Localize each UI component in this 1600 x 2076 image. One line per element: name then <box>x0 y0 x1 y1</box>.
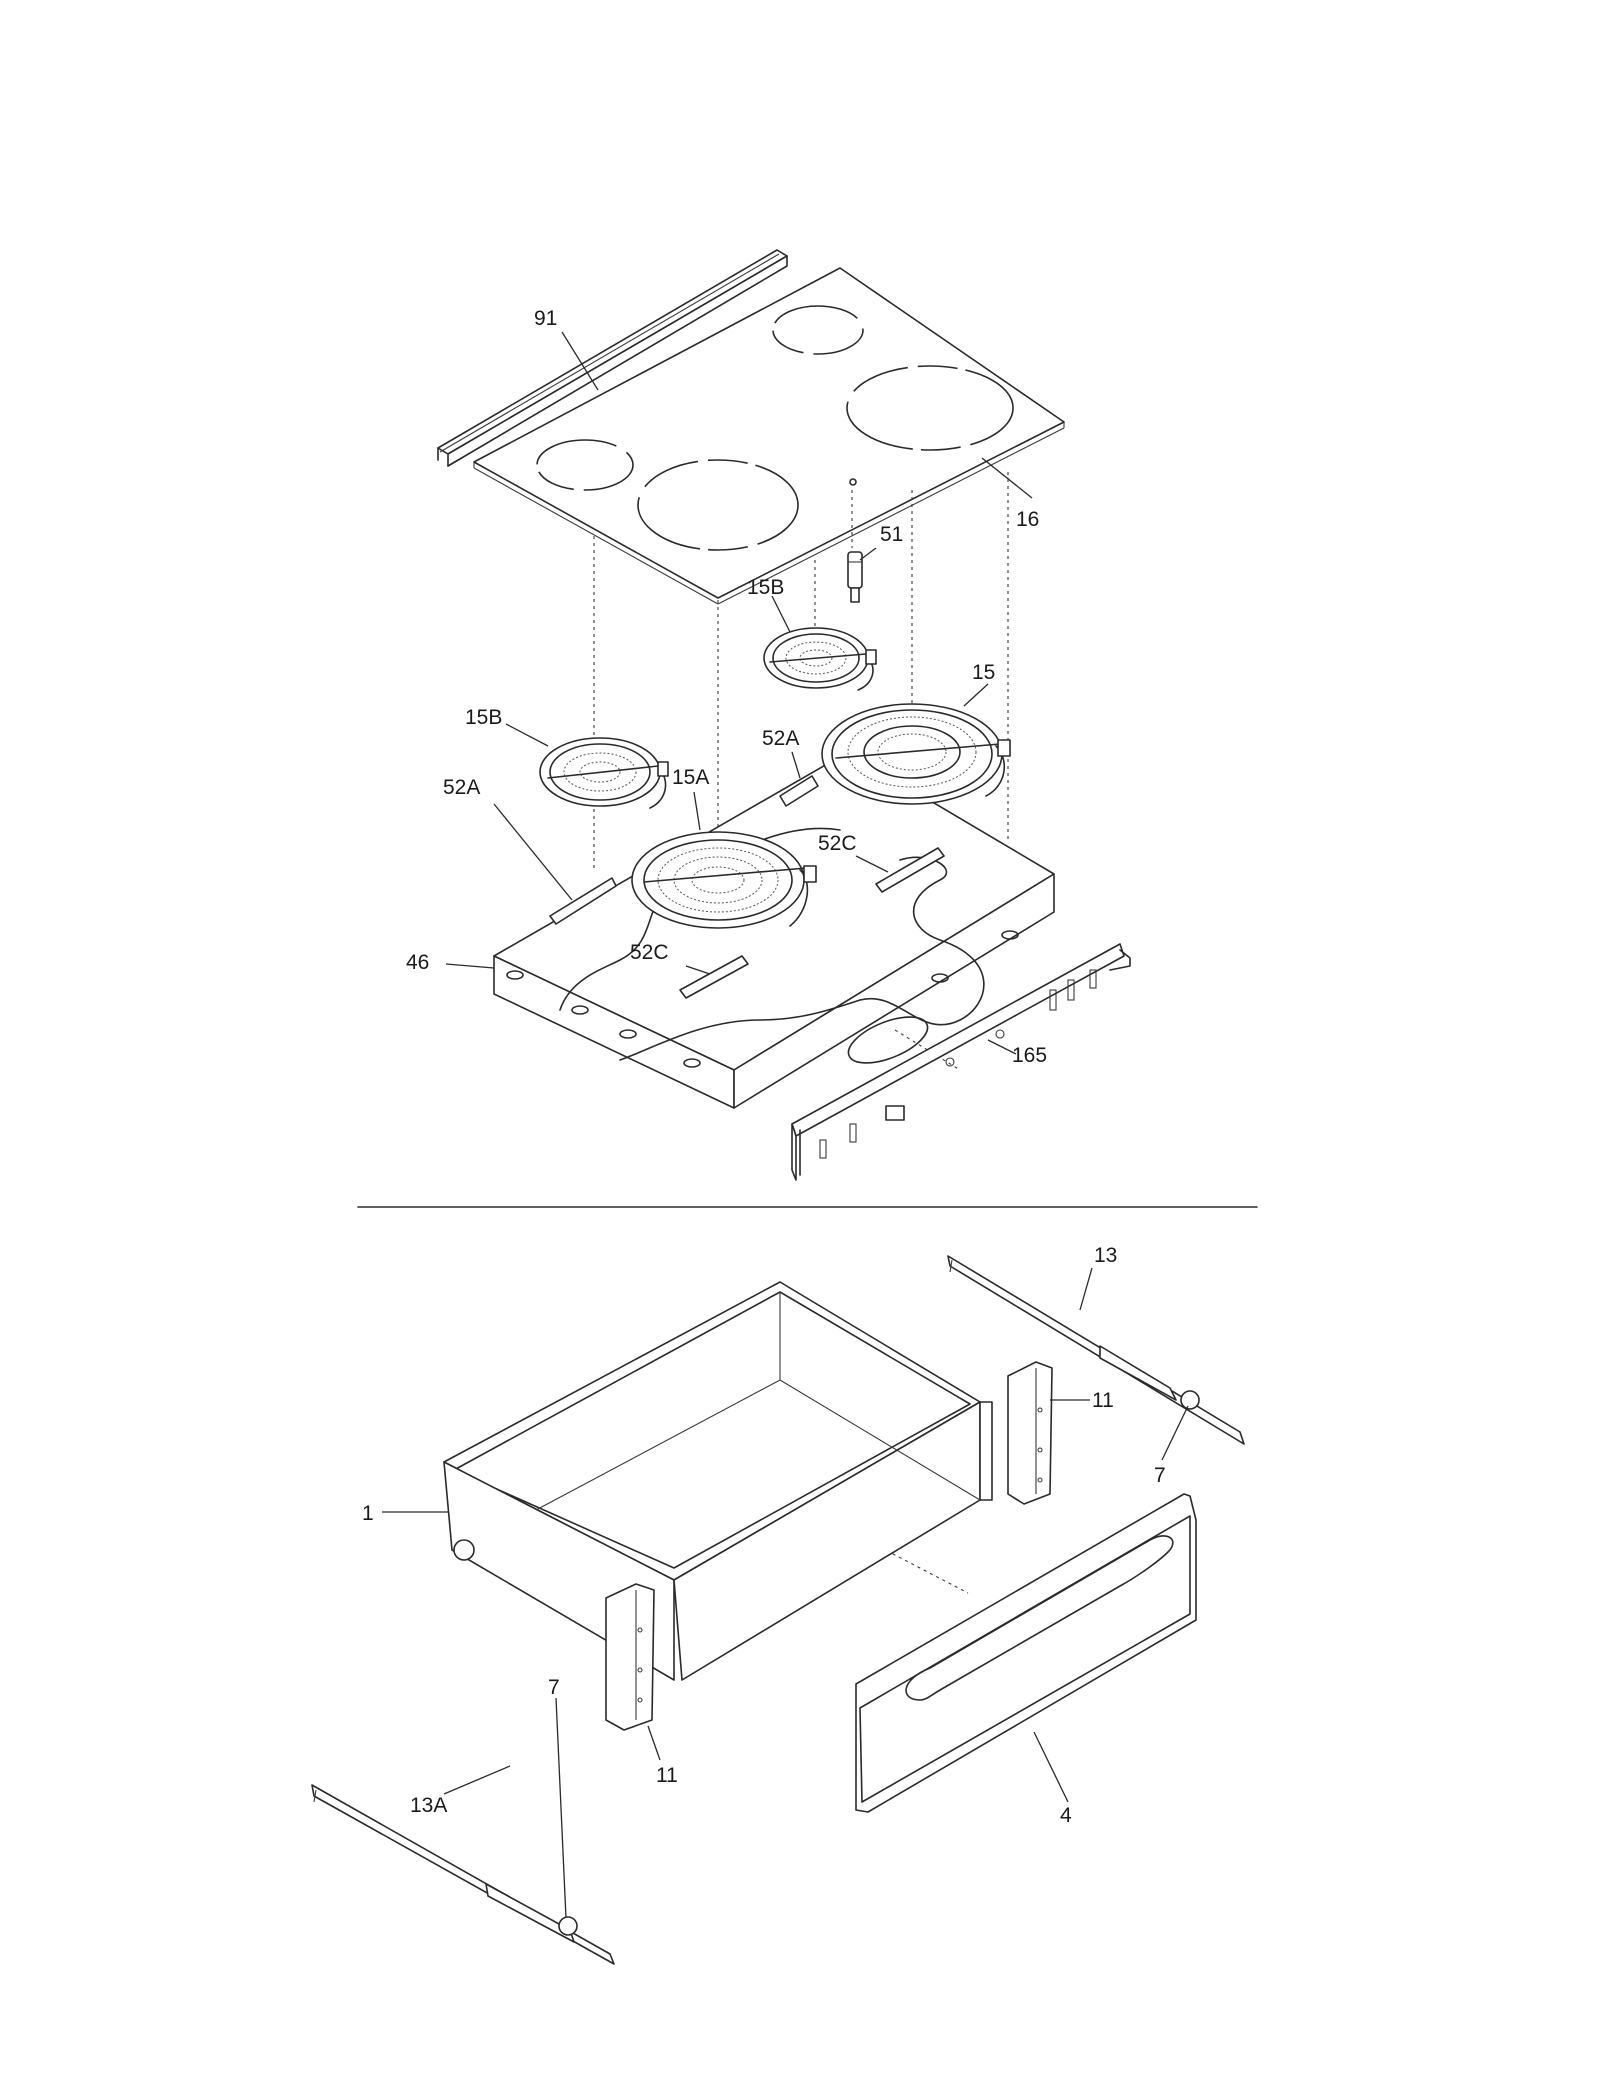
callout-7-left: 7 <box>548 1676 560 1699</box>
callout-52C-left: 52C <box>630 941 669 964</box>
part-1-drawer-body <box>443 1281 993 1681</box>
part-13-drawer-slide-right <box>947 1255 1245 1445</box>
callout-13A: 13A <box>410 1794 447 1817</box>
callout-52A-left: 52A <box>443 776 480 799</box>
part-15B-radiant-element-top <box>763 627 877 691</box>
part-11-slide-bracket-left <box>605 1583 655 1731</box>
callout-91: 91 <box>534 307 557 330</box>
part-15A-radiant-element <box>631 831 817 929</box>
part-52A-bracket-left <box>549 877 617 925</box>
callout-16: 16 <box>1016 508 1039 531</box>
callout-13: 13 <box>1094 1244 1117 1267</box>
callout-165: 165 <box>1012 1044 1047 1067</box>
part-13A-drawer-slide-left <box>311 1784 615 1965</box>
callout-15: 15 <box>972 661 995 684</box>
callout-1: 1 <box>362 1502 374 1525</box>
part-91-trim-strip <box>437 249 788 467</box>
callout-15A: 15A <box>672 766 709 789</box>
callout-11-right: 11 <box>1092 1389 1114 1412</box>
callout-leaders <box>382 331 1189 1919</box>
part-46-burner-box <box>493 751 1055 1109</box>
part-165-control-rail <box>791 943 1131 1181</box>
part-52C-bracket-left <box>679 955 749 999</box>
callout-11-left: 11 <box>656 1764 678 1787</box>
part-16-glass-cooktop <box>473 267 1065 605</box>
part-52C-bracket-right <box>875 847 945 893</box>
callout-7-right: 7 <box>1154 1464 1166 1487</box>
callout-15B-top: 15B <box>747 576 784 599</box>
part-15B-radiant-element-left <box>539 737 669 809</box>
part-11-slide-bracket-right <box>1007 1361 1053 1505</box>
callout-52A-right: 52A <box>762 727 799 750</box>
callout-15B-left: 15B <box>465 706 502 729</box>
part-4-drawer-front-panel <box>855 1493 1197 1813</box>
callout-52C-right: 52C <box>818 832 857 855</box>
part-51-limiter <box>847 551 863 603</box>
callout-4: 4 <box>1060 1804 1072 1827</box>
callout-labels: 91 16 51 15B 15 15B 52A 15A 52A 52C 46 5… <box>362 307 1166 1827</box>
callout-51: 51 <box>880 523 903 546</box>
part-15-dual-radiant-element <box>821 703 1011 805</box>
callout-46: 46 <box>406 951 429 974</box>
part-52A-bracket-right <box>779 775 819 807</box>
